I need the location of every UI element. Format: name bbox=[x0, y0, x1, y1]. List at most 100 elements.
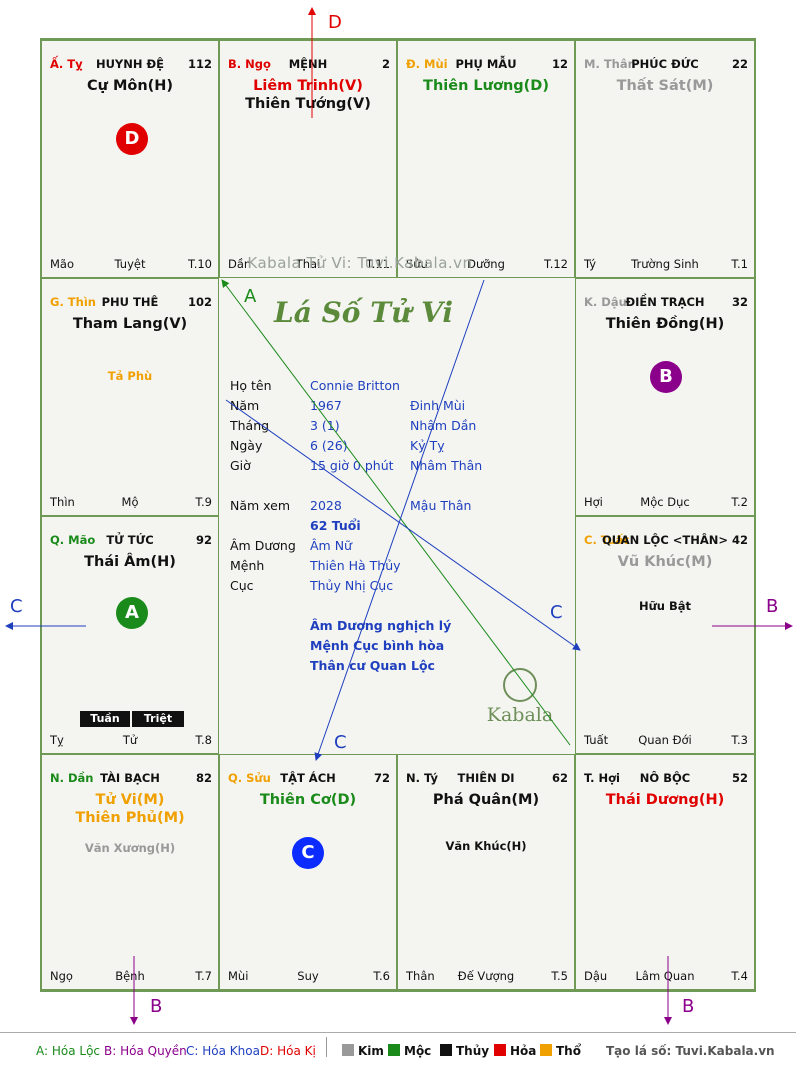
palace-name: TÀI BẠCH bbox=[100, 771, 160, 785]
palace-can: B. Ngọ bbox=[228, 57, 271, 71]
thuy-swatch-icon bbox=[440, 1044, 452, 1056]
footer-right: T.8 bbox=[195, 733, 212, 747]
palace-number: 32 bbox=[731, 295, 748, 309]
palace-name: PHỤ MẪU bbox=[455, 57, 517, 71]
footer-right: T.3 bbox=[731, 733, 748, 747]
palace-number: 82 bbox=[195, 771, 212, 785]
value-year: 1967 bbox=[310, 398, 342, 413]
major-stars: Thái Âm(H) bbox=[42, 553, 218, 571]
footer-left: Tỵ bbox=[50, 733, 64, 747]
palace-header: B. Ngọ MỆNH 2 bbox=[220, 57, 396, 73]
footer-right: T.11 bbox=[366, 257, 390, 271]
label-line-a: A bbox=[244, 286, 257, 307]
footer-left: Mùi bbox=[228, 969, 249, 983]
palace-name: TỬ TỨC bbox=[106, 533, 154, 547]
palace-header: C. Tuất QUAN LỘC <THÂN> 42 bbox=[576, 533, 754, 549]
palace-name: ĐIỀN TRẠCH bbox=[625, 295, 705, 309]
palace-number: 42 bbox=[731, 533, 748, 547]
palace-footer: Tý Trường Sinh T.1 bbox=[576, 257, 754, 271]
palace-can: M. Thân bbox=[584, 57, 636, 71]
value-cuc: Thủy Nhị Cục bbox=[310, 578, 394, 593]
major-stars: Thiên Đồng(H) bbox=[576, 315, 754, 333]
palace-number: 72 bbox=[373, 771, 390, 785]
major-star: Thiên Đồng(H) bbox=[605, 316, 725, 332]
palace-header: Q. Mão TỬ TỨC 92 bbox=[42, 533, 218, 549]
footer-center: Dưỡng bbox=[467, 257, 505, 271]
footer-right: T.6 bbox=[373, 969, 390, 983]
label-line-c1: C bbox=[334, 732, 347, 753]
footer-left: Dần bbox=[228, 257, 252, 271]
palace-footer: Mùi Suy T.6 bbox=[220, 969, 396, 983]
major-star: Liêm Trinh(V) bbox=[253, 78, 363, 94]
palace-footer: Sửu Dưỡng T.12 bbox=[398, 257, 574, 271]
transform-badge: A bbox=[116, 597, 148, 629]
legend-a: A: Hóa Lộc bbox=[36, 1044, 101, 1058]
major-star: Thái Âm(H) bbox=[84, 554, 176, 570]
major-stars: Tham Lang(V) bbox=[42, 315, 218, 333]
palace-number: 2 bbox=[381, 57, 390, 71]
moc-swatch-icon bbox=[388, 1044, 400, 1056]
major-star: Thái Dương(H) bbox=[605, 792, 725, 808]
palace-header: Đ. Mùi PHỤ MẪU 12 bbox=[398, 57, 574, 73]
legend-site: Tạo lá số: Tuvi.Kabala.vn bbox=[606, 1044, 775, 1058]
value-view-year: 2028 bbox=[310, 498, 342, 513]
tho-swatch-icon bbox=[540, 1044, 552, 1056]
label-hour: Giờ bbox=[230, 458, 251, 473]
label-day: Ngày bbox=[230, 438, 263, 453]
footer-right: T.12 bbox=[544, 257, 568, 271]
palace-can: G. Thìn bbox=[50, 295, 96, 309]
value-month-can: Nhâm Dần bbox=[410, 418, 477, 433]
palace-footer: Tuất Quan Đới T.3 bbox=[576, 733, 754, 747]
footer-left: Ngọ bbox=[50, 969, 73, 983]
minor-star: Văn Khúc(H) bbox=[445, 839, 527, 853]
major-star: Thất Sát(M) bbox=[616, 78, 714, 94]
legend-moc: Mộc bbox=[388, 1044, 431, 1058]
palace-footer: Dậu Lâm Quan T.4 bbox=[576, 969, 754, 983]
palace-name: THIÊN DI bbox=[457, 771, 515, 785]
major-stars: Phá Quân(M) bbox=[398, 791, 574, 809]
palace-can: N. Dần bbox=[50, 771, 94, 785]
legend-kim: Kim bbox=[342, 1044, 384, 1058]
major-star: Thiên Cơ(D) bbox=[259, 792, 357, 808]
footer-left: Mão bbox=[50, 257, 75, 271]
kim-swatch-icon bbox=[342, 1044, 354, 1056]
kabala-logo: Kabala bbox=[484, 668, 556, 726]
footer-right: T.9 bbox=[195, 495, 212, 509]
palace-footer: Mão Tuyệt T.10 bbox=[42, 257, 218, 271]
major-star: Tham Lang(V) bbox=[72, 316, 188, 332]
major-star: Tử Vi(M) bbox=[95, 792, 165, 808]
palace-name: NÔ BỘC bbox=[639, 771, 691, 785]
footer-right: T.1 bbox=[731, 257, 748, 271]
label-am-duong: Âm Dương bbox=[230, 538, 296, 553]
value-day-can: Kỷ Tỵ bbox=[410, 438, 445, 453]
footer-left: Tý bbox=[584, 257, 597, 271]
footer-center: Bệnh bbox=[115, 969, 145, 983]
tree-icon bbox=[503, 668, 537, 702]
footer-center: Tuyệt bbox=[114, 257, 146, 271]
major-stars: Tử Vi(M)Thiên Phủ(M) bbox=[42, 791, 218, 827]
palace-footer: Thìn Mộ T.9 bbox=[42, 495, 218, 509]
label-top-d: D bbox=[328, 12, 342, 33]
palace-header: T. Hợi NÔ BỘC 52 bbox=[576, 771, 754, 787]
footer-center: Suy bbox=[297, 969, 319, 983]
major-star: Thiên Tướng(V) bbox=[245, 96, 371, 112]
major-star: Thiên Lương(D) bbox=[423, 78, 549, 94]
palace-header: G. Thìn PHU THÊ 102 bbox=[42, 295, 218, 311]
minor-star: Hữu Bật bbox=[638, 599, 692, 613]
footer-left: Hợi bbox=[584, 495, 603, 509]
footer-right: T.2 bbox=[731, 495, 748, 509]
palace-can: Đ. Mùi bbox=[406, 57, 448, 71]
palace-header: K. Dậu ĐIỀN TRẠCH 32 bbox=[576, 295, 754, 311]
palace-suu: Q. Sửu TẬT ÁCH 72 Thiên Cơ(D)C Mùi Suy T… bbox=[219, 754, 397, 990]
palace-name: PHÚC ĐỨC bbox=[631, 57, 699, 71]
palace-footer: Ngọ Bệnh T.7 bbox=[42, 969, 218, 983]
minor-star: Văn Xương(H) bbox=[84, 841, 176, 855]
transform-badge: D bbox=[116, 123, 148, 155]
palace-dau: K. Dậu ĐIỀN TRẠCH 32 Thiên Đồng(H)B Hợi … bbox=[575, 278, 755, 516]
label-bottom-right-b: B bbox=[682, 996, 695, 1017]
footer-center: Đế Vượng bbox=[457, 969, 515, 983]
line-a bbox=[221, 279, 571, 746]
major-stars: Thất Sát(M) bbox=[576, 77, 754, 95]
label-right-b: B bbox=[766, 596, 779, 617]
label-year: Năm bbox=[230, 398, 260, 413]
